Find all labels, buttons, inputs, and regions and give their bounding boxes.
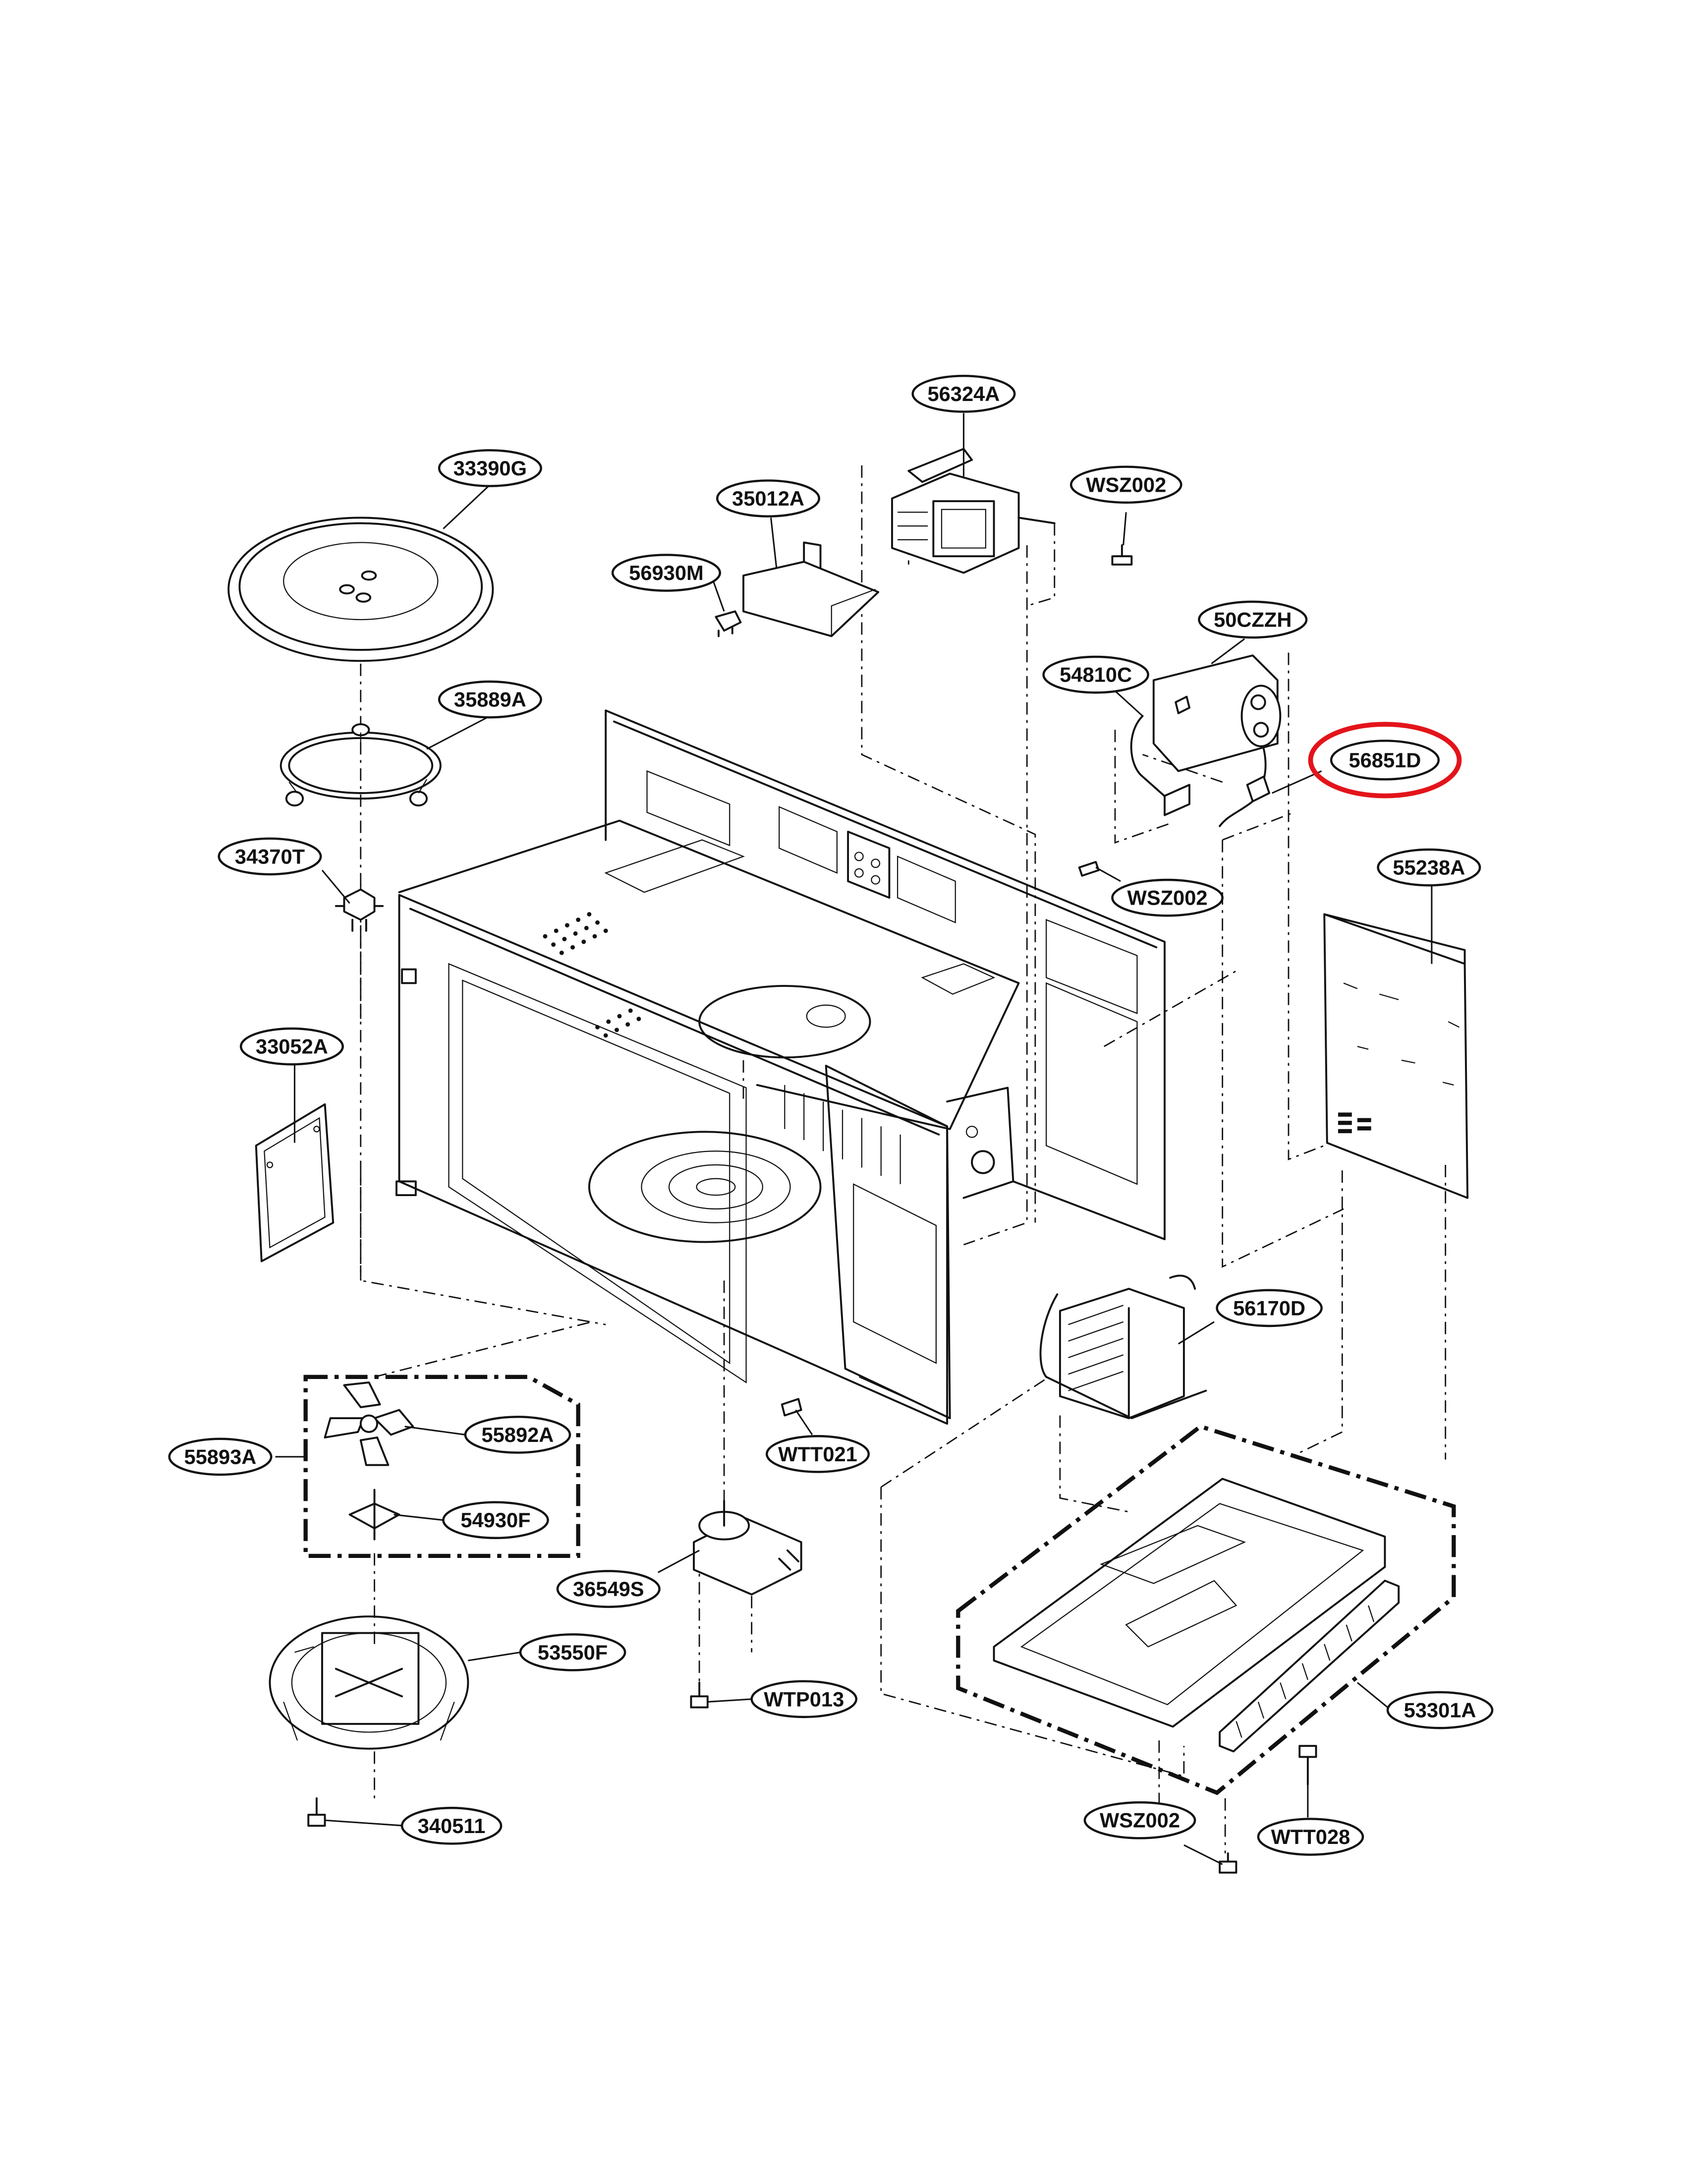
svg-text:56851D: 56851D: [1348, 748, 1421, 772]
callout-WTT021: WTT021: [766, 1435, 870, 1473]
callout-35012A: 35012A: [716, 479, 820, 517]
svg-text:55893A: 55893A: [184, 1445, 256, 1468]
svg-text:WTP013: WTP013: [764, 1687, 844, 1711]
thermostat: [715, 610, 742, 637]
fan-bracket: [348, 1489, 400, 1541]
turntable-coupler: [335, 888, 384, 932]
turntable-glass-tray: [227, 517, 494, 662]
callout-WTT028: WTT028: [1257, 1818, 1364, 1856]
callout-56170D: 56170D: [1216, 1289, 1323, 1327]
svg-text:340511: 340511: [418, 1814, 486, 1838]
turntable-motor: [693, 1499, 802, 1596]
callout-56930M: 56930M: [611, 554, 721, 592]
air-guide-duct: [742, 541, 880, 637]
oven-cavity-chassis: [395, 709, 1166, 1425]
callout-leader-lines: [275, 413, 1433, 1865]
svg-text:36549S: 36549S: [573, 1577, 644, 1601]
callout-56324A: 56324A: [911, 375, 1016, 413]
svg-text:56324A: 56324A: [927, 382, 1000, 405]
svg-text:56170D: 56170D: [1233, 1296, 1305, 1320]
callout-33390G: 33390G: [438, 449, 542, 487]
svg-text:33052A: 33052A: [256, 1035, 328, 1058]
callout-33052A: 33052A: [239, 1027, 344, 1066]
fan-group-outline: [303, 1375, 580, 1558]
shield-plate: [1323, 913, 1469, 1199]
svg-text:54810C: 54810C: [1060, 663, 1132, 687]
callout-WSZ002-top: WSZ002: [1069, 465, 1182, 504]
callout-WTP013: WTP013: [750, 1680, 857, 1719]
callout-WSZ002-mid: WSZ002: [1111, 878, 1224, 917]
svg-text:55238A: 55238A: [1393, 856, 1465, 879]
callout-56851D: 56851D: [1308, 722, 1462, 799]
callouts: 56324A 33390G 35012A WSZ002 56930M 50CZZ…: [168, 375, 1494, 1856]
svg-text:56930M: 56930M: [629, 561, 704, 584]
callout-34370T: 34370T: [218, 837, 322, 876]
svg-text:WTT028: WTT028: [1271, 1825, 1350, 1848]
svg-text:WTT021: WTT021: [778, 1442, 857, 1466]
screw-wsz002-bottom: [1219, 1852, 1237, 1874]
assembly-guide-lines: [360, 465, 1447, 1853]
screw-wsz002-top: [1111, 544, 1133, 566]
svg-text:50CZZH: 50CZZH: [1214, 608, 1292, 632]
svg-text:WSZ002: WSZ002: [1100, 1809, 1180, 1832]
callout-55238A: 55238A: [1377, 848, 1481, 887]
hv-diode-and-bracket: [1130, 715, 1271, 827]
svg-text:35889A: 35889A: [454, 688, 526, 711]
waveguide-cover: [255, 1103, 335, 1263]
svg-text:54930F: 54930F: [460, 1508, 530, 1532]
callout-55893A: 55893A: [168, 1437, 273, 1476]
hv-capacitor: [1152, 654, 1282, 772]
callout-36549S: 36549S: [556, 1570, 661, 1608]
callout-54930F: 54930F: [442, 1501, 549, 1539]
fan-blade: [324, 1381, 414, 1466]
base-plate: [993, 1478, 1386, 1728]
svg-text:33390G: 33390G: [453, 457, 527, 480]
callout-340511: 340511: [400, 1806, 503, 1845]
callout-WSZ002-bottom: WSZ002: [1083, 1801, 1196, 1839]
magnetron: [891, 448, 1056, 574]
base-plate-group-outline: [956, 1424, 1456, 1795]
hv-transformer: [1039, 1274, 1207, 1420]
callout-50CZZH: 50CZZH: [1198, 600, 1308, 639]
callout-55892A: 55892A: [464, 1416, 571, 1454]
callout-35889A: 35889A: [438, 680, 542, 719]
callout-53550F: 53550F: [519, 1633, 626, 1671]
callout-54810C: 54810C: [1042, 655, 1149, 694]
screw-wtt028: [1298, 1745, 1317, 1785]
group-outlines: [303, 1375, 1456, 1795]
svg-text:34370T: 34370T: [235, 845, 305, 868]
filter-strip: [1219, 1579, 1400, 1753]
highlight-ring: [1308, 722, 1462, 799]
screw-wtp013: [690, 1681, 709, 1709]
svg-text:53301A: 53301A: [1404, 1698, 1476, 1722]
callout-53301A: 53301A: [1386, 1691, 1494, 1729]
screw-340511: [307, 1797, 326, 1827]
fan-motor-housing: [269, 1615, 469, 1750]
roller-ring: [280, 723, 442, 806]
svg-text:55892A: 55892A: [481, 1423, 554, 1446]
svg-text:53550F: 53550F: [538, 1641, 608, 1664]
svg-text:WSZ002: WSZ002: [1086, 473, 1166, 496]
svg-text:WSZ002: WSZ002: [1127, 886, 1208, 910]
screw-wsz002-mid: [1078, 861, 1100, 877]
svg-text:35012A: 35012A: [732, 487, 804, 510]
